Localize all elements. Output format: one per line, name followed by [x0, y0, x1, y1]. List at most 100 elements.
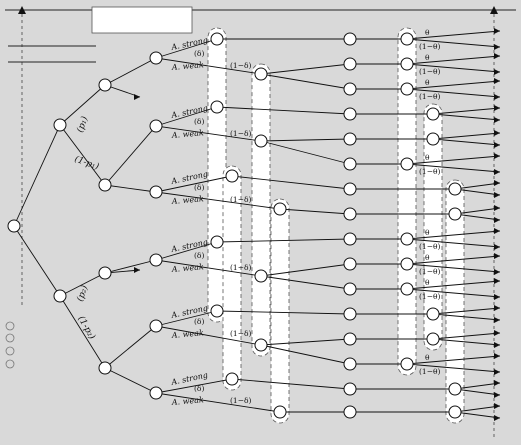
- weak-node: [273, 405, 287, 419]
- tree-edge: [104, 57, 157, 86]
- terminal-arrow-icon: [494, 205, 500, 211]
- theta-label: θ: [425, 153, 430, 162]
- outcome-node: [343, 405, 357, 419]
- tree-edge: [432, 132, 501, 140]
- decision-node: [149, 386, 163, 400]
- outcome-node: [343, 257, 357, 271]
- strong-node: [225, 169, 239, 183]
- terminal-arrow-icon: [494, 69, 500, 75]
- tree-edge: [432, 332, 501, 340]
- tree-edge: [432, 113, 501, 121]
- decision-node: [98, 178, 112, 192]
- theta-node: [400, 82, 414, 96]
- one-minus-delta-label: (1−δ): [230, 61, 251, 70]
- outcome-node: [343, 32, 357, 46]
- tree-edge: [406, 238, 501, 248]
- tree-edge: [155, 106, 218, 127]
- terminal-arrow-icon: [494, 105, 500, 111]
- tree-edge: [155, 310, 218, 327]
- decision-node: [149, 119, 163, 133]
- tree-edge: [59, 84, 106, 126]
- tree-edge: [155, 175, 233, 193]
- tree-edge: [406, 363, 501, 373]
- top-left-arrow-icon: [18, 6, 26, 14]
- terminal-arrow-icon: [494, 142, 500, 148]
- one-minus-delta-label: (1−δ): [230, 263, 251, 272]
- tree-edge: [454, 182, 501, 190]
- prob-label-1-p2: (1-p₂): [75, 314, 97, 342]
- outcome-node: [343, 57, 357, 71]
- tree-edge: [155, 191, 281, 210]
- terminal-arrow-icon: [494, 330, 500, 336]
- outcome-node: [343, 107, 357, 121]
- tree-edge: [406, 263, 501, 273]
- tree-edge: [155, 125, 262, 142]
- theta-node: [400, 282, 414, 296]
- tree-edge: [59, 124, 106, 186]
- tree-edge: [406, 230, 501, 240]
- strong-node: [210, 100, 224, 114]
- one-minus-delta-label: (1−δ): [230, 329, 251, 338]
- info-set-theta: [397, 27, 417, 376]
- tree-edge: [432, 307, 501, 315]
- tree-edge: [406, 280, 501, 290]
- theta-node: [400, 32, 414, 46]
- terminal-arrow-icon: [494, 217, 500, 223]
- delta-label: (δ): [194, 251, 204, 260]
- outcome-node: [343, 232, 357, 246]
- terminal-arrow-icon: [494, 180, 500, 186]
- decision-node: [53, 289, 67, 303]
- tree-edge: [155, 392, 281, 413]
- terminal-node: [426, 107, 440, 121]
- delta-label: (δ): [194, 384, 204, 393]
- decision-node: [98, 78, 112, 92]
- theta-node: [400, 57, 414, 71]
- decision-node: [149, 51, 163, 65]
- decision-node: [98, 361, 112, 375]
- outcome-node: [343, 207, 357, 221]
- theta-label: θ: [425, 28, 430, 37]
- tree-edge: [406, 163, 501, 173]
- terminal-arrow-icon: [494, 117, 500, 123]
- delta-label: (δ): [194, 317, 204, 326]
- weak-label: A. weak: [170, 60, 204, 72]
- info-set-strong-2: [222, 165, 242, 391]
- one-minus-delta-label: (1−δ): [230, 396, 251, 405]
- prob-label-1-p1: (1-p₁): [73, 153, 101, 172]
- tree-edge: [59, 272, 106, 297]
- weak-node: [273, 202, 287, 216]
- tree-edge: [155, 378, 233, 394]
- terminal-arrow-icon: [494, 44, 500, 50]
- prob-label-p2: (p₂): [74, 283, 90, 303]
- tree-edge: [155, 38, 218, 59]
- tree-edge: [454, 405, 501, 413]
- tree-edge: [454, 382, 501, 390]
- terminal-arrow-icon: [494, 392, 500, 398]
- one-minus-theta-label: (1−θ): [419, 67, 440, 76]
- tree-edge: [406, 80, 501, 90]
- tree-edge: [454, 411, 501, 419]
- terminal-arrow-icon: [494, 369, 500, 375]
- legend-circles: [5, 321, 15, 369]
- terminal-arrow-icon: [494, 78, 500, 84]
- tree-edge: [406, 355, 501, 365]
- weak-label: A. weak: [170, 262, 204, 274]
- prob-label-p1: (p₁): [74, 114, 90, 134]
- weak-label: A. weak: [170, 328, 204, 340]
- decision-node: [98, 266, 112, 280]
- terminal-arrow-icon: [494, 317, 500, 323]
- one-minus-theta-label: (1−θ): [419, 367, 440, 376]
- terminal-arrow-icon: [494, 403, 500, 409]
- terminal-arrow-icon: [494, 153, 500, 159]
- weak-node: [254, 67, 268, 81]
- info-set-strong: [207, 27, 227, 323]
- terminal-arrow-icon: [494, 278, 500, 284]
- delta-label: (δ): [194, 117, 204, 126]
- tree-edge: [432, 338, 501, 346]
- tree-edge: [155, 57, 262, 75]
- tree-edge: [231, 175, 351, 190]
- terminal-arrow-icon: [494, 305, 500, 311]
- terminal-node: [426, 307, 440, 321]
- outcome-node: [343, 332, 357, 346]
